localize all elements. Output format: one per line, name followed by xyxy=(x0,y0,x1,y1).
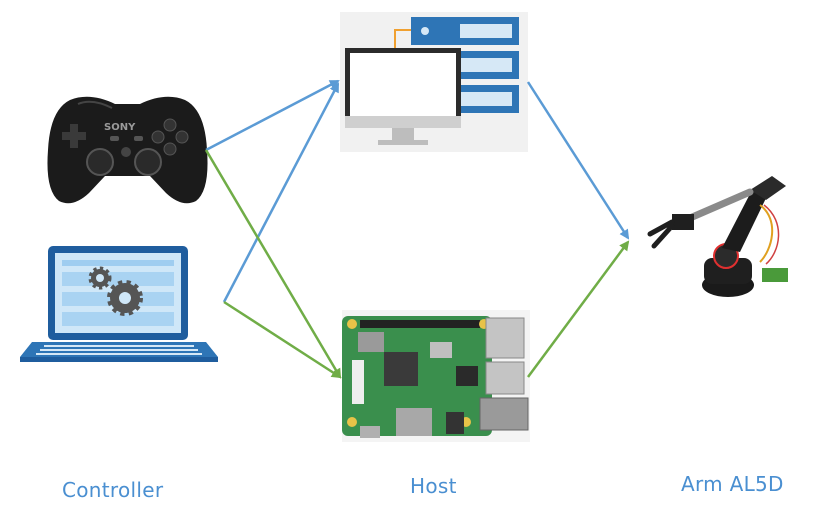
arrow-host-to-arm xyxy=(526,81,630,240)
arrow-laptop-to-host xyxy=(222,82,340,303)
controller-label: Controller xyxy=(62,478,164,502)
gamepad-icon xyxy=(47,96,208,204)
arrow-gamepad-to-host xyxy=(205,79,340,152)
arrow-gamepad-to-pi xyxy=(204,149,342,379)
robot-arm-icon xyxy=(628,152,800,324)
arm-label: Arm AL5D xyxy=(681,472,784,496)
laptop-settings-icon xyxy=(18,240,224,367)
host-label: Host xyxy=(410,474,457,498)
arrow-pi-to-arm xyxy=(526,240,630,378)
raspberry-pi-board-icon xyxy=(342,310,530,442)
arrow-laptop-to-pi xyxy=(223,300,342,379)
computer-server-icon xyxy=(340,12,528,152)
gamepad-brand: SONY xyxy=(104,122,136,133)
connection-arrows xyxy=(204,79,630,379)
